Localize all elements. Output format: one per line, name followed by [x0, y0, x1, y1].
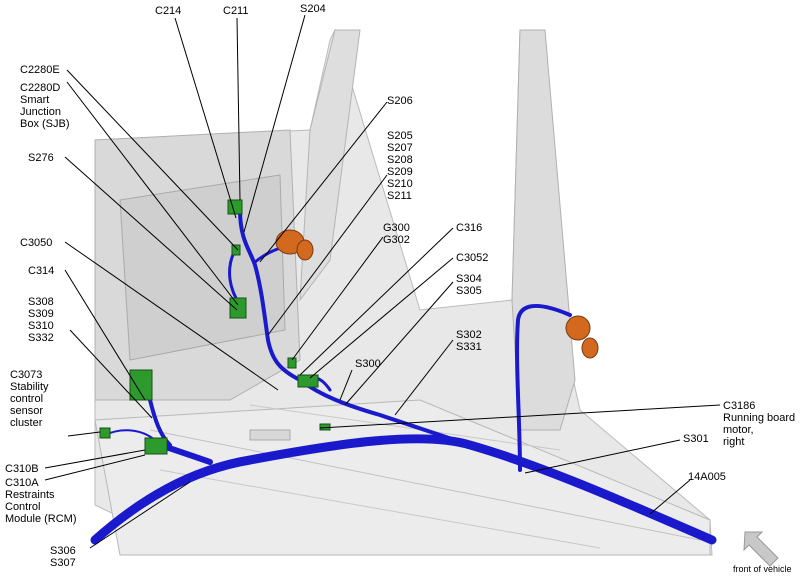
label-g300-g302: G300 G302	[383, 222, 410, 246]
label-s204: S204	[300, 3, 326, 15]
label-c2280e: C2280E	[20, 64, 60, 76]
label-s206: S206	[387, 95, 413, 107]
label-c314: C314	[28, 265, 55, 277]
label-s306-s307: S306 S307	[50, 545, 76, 569]
connectors	[99, 199, 331, 455]
connector-s276	[231, 244, 241, 256]
label-c3073: C3073 Stability control sensor cluster	[10, 369, 49, 429]
vehicle-body	[94, 28, 713, 556]
label-c3050: C3050	[20, 237, 53, 249]
label-s205-group: S205 S207 S208 S209 S210 S211	[387, 130, 413, 202]
label-c211: C211	[223, 5, 249, 17]
label-c310b: C310B	[5, 463, 39, 475]
label-front-of-vehicle: front of vehicle	[733, 564, 792, 574]
label-s300: S300	[355, 358, 381, 370]
label-s308-group: S308 S309 S310 S332	[28, 296, 54, 344]
leader-lines	[44, 14, 721, 549]
front-of-vehicle-arrow	[743, 531, 779, 567]
connector-c3052	[297, 374, 319, 388]
label-c310a: C310A Restraints Control Module (RCM)	[5, 477, 77, 525]
connector-c3186	[319, 423, 331, 431]
label-c3186: C3186 Running board motor, right	[723, 400, 796, 448]
label-c316: C316	[456, 222, 483, 234]
label-c214: C214	[155, 5, 182, 17]
label-14a005: 14A005	[688, 471, 726, 483]
label-s301: S301	[683, 433, 709, 445]
running-board-motors	[275, 229, 599, 359]
label-c2280d: C2280D Smart Junction Box (SJB)	[20, 82, 70, 130]
label-s302-s331: S302 S331	[456, 329, 482, 353]
connector-c316	[287, 357, 297, 369]
connector-c2280	[229, 297, 247, 319]
label-s276: S276	[28, 152, 54, 164]
label-c3052: C3052	[456, 252, 489, 264]
connector-c211	[227, 199, 243, 215]
connector-c310	[144, 437, 168, 455]
connector-c314	[129, 369, 153, 401]
connector-c3073	[99, 427, 111, 439]
label-s304-s305: S304 S305	[456, 273, 482, 297]
